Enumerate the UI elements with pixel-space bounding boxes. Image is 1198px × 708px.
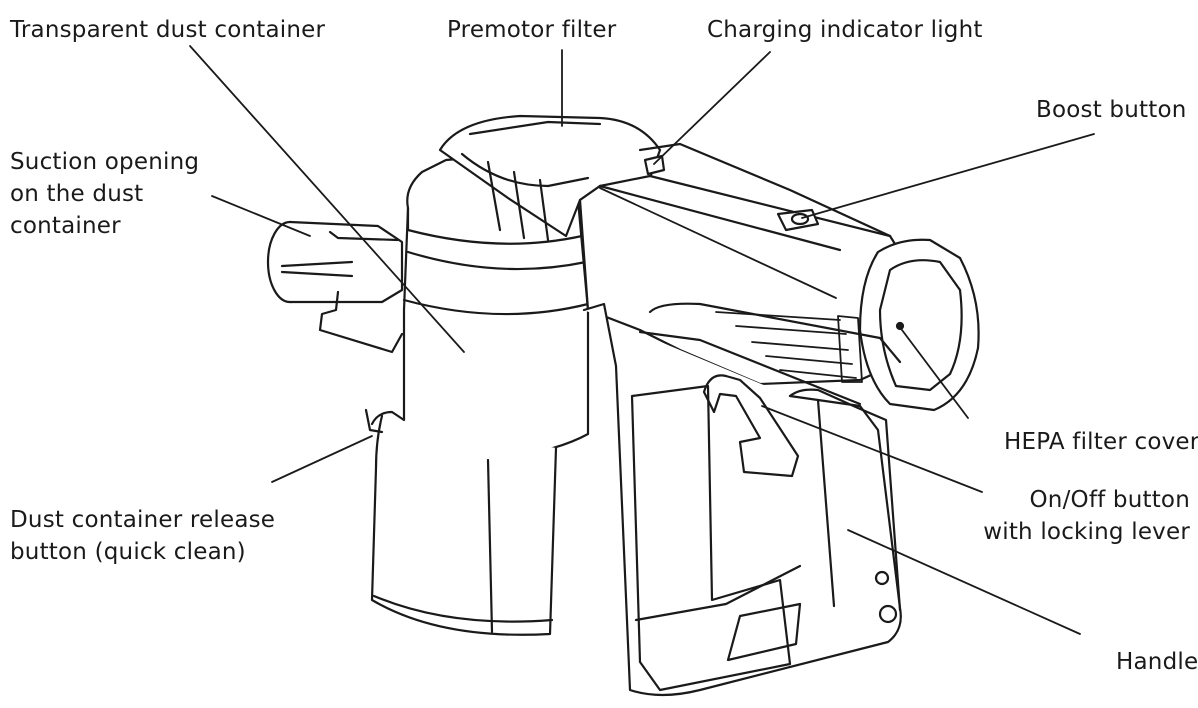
label-on-off-line1: On/Off button — [1029, 487, 1190, 513]
label-transparent-dust-container: Transparent dust container — [10, 17, 326, 43]
label-suction-opening-line1: Suction opening — [10, 149, 200, 175]
leader-suction-to-body — [599, 187, 837, 299]
label-dust-release-line1: Dust container release — [10, 507, 276, 533]
label-on-off-button: On/Off button with locking lever — [983, 484, 1190, 548]
leader-lines — [189, 45, 1095, 635]
leader-on-off-button — [761, 405, 983, 493]
leader-suction-opening — [211, 195, 311, 237]
vent-slots — [715, 311, 863, 383]
label-suction-opening: Suction opening on the dust container — [10, 146, 199, 242]
label-dust-release-line2: button (quick clean) — [10, 539, 246, 565]
label-hepa-filter-cover: HEPA filter cover — [1004, 429, 1198, 455]
hepa-cover — [858, 238, 980, 412]
label-suction-opening-line3: container — [10, 213, 121, 239]
label-charging-indicator-light: Charging indicator light — [707, 17, 983, 43]
dust-container — [364, 148, 590, 636]
leader-boost-button — [801, 133, 1095, 219]
premotor-filter-housing — [438, 114, 666, 242]
leader-transparent-dust-container — [189, 45, 465, 353]
leader-dust-release — [271, 435, 373, 483]
label-premotor-filter: Premotor filter — [447, 17, 617, 43]
suction-nozzle — [266, 220, 404, 354]
label-suction-opening-line2: on the dust — [10, 181, 144, 207]
handle-grip — [582, 302, 902, 697]
label-handle: Handle — [1116, 649, 1198, 675]
leader-hepa-cover — [901, 329, 969, 419]
leader-handle — [847, 529, 1081, 635]
label-on-off-line2: with locking lever — [983, 519, 1190, 545]
label-dust-container-release: Dust container release button (quick cle… — [10, 504, 275, 568]
leader-charging-indicator — [653, 51, 771, 165]
label-boost-button: Boost button — [1036, 97, 1187, 123]
